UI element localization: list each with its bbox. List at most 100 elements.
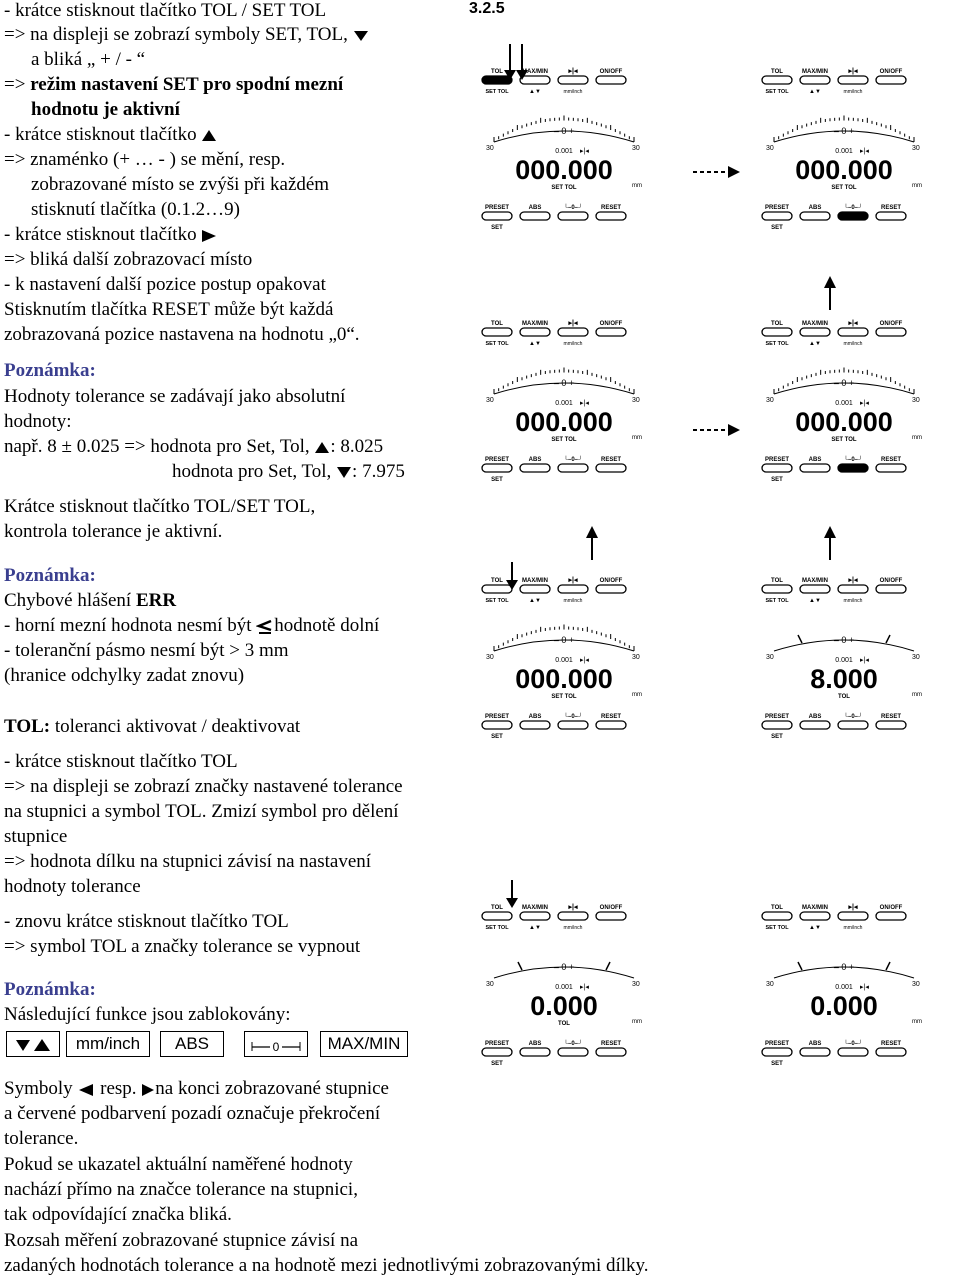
svg-text:└–0–┘: └–0–┘ (564, 1039, 583, 1047)
svg-text:mm: mm (912, 1019, 922, 1025)
svg-text:▲▼: ▲▼ (809, 598, 821, 604)
text-line: => hodnota dílku na stupnici závisí na n… (4, 851, 372, 872)
svg-text:ABS: ABS (529, 714, 542, 720)
svg-text:└–0–┘: └–0–┘ (844, 712, 863, 720)
mminch-label: mm/inch (564, 598, 583, 604)
gauge-diagram-8: TOL MAX/MIN ▸|◂ ON/OFF SET TOL ▲▼ mm/inc… (752, 898, 938, 1103)
svg-text:30: 30 (632, 397, 640, 404)
onoff-label: ON/OFF (880, 905, 903, 911)
max-min-key: MAX/MIN (320, 1031, 408, 1057)
settol-label: SET TOL (765, 598, 789, 604)
onoff-label: ON/OFF (600, 905, 623, 911)
svg-text:SET: SET (491, 477, 503, 483)
zero-key: 0 (244, 1031, 308, 1057)
svg-text:└–0–┘: └–0–┘ (844, 455, 863, 463)
svg-text:SET TOL: SET TOL (831, 185, 857, 191)
gauge-diagram: TOL MAX/MIN ▸|◂ ON/OFF SET TOL ▲▼ mm/inc… (481, 904, 642, 1067)
svg-text:PRESET: PRESET (485, 205, 509, 211)
gauge-diagram: TOL MAX/MIN ▸|◂ ON/OFF SET TOL ▲▼ mm/inc… (761, 577, 922, 740)
mminch-label: mm/inch (564, 925, 583, 931)
top-button-row: TOL MAX/MIN ▸|◂ ON/OFF SET TOL ▲▼ mm/inc… (761, 904, 907, 931)
svg-text:▸|◂: ▸|◂ (580, 400, 589, 407)
gauge-diagram: TOL MAX/MIN ▸|◂ ON/OFF SET TOL ▲▼ mm/inc… (481, 577, 642, 740)
svg-text:0.000: 0.000 (810, 991, 878, 1021)
svg-text:0.001: 0.001 (555, 148, 573, 155)
note-heading: Poznámka: (4, 360, 96, 381)
triangle-down-up-icon (16, 1038, 50, 1051)
gauge-diagram: TOL MAX/MIN ▸|◂ ON/OFF SET TOL ▲▼ mm/inc… (761, 904, 922, 1067)
mminch-label: mm/inch (844, 89, 863, 95)
lcd-display: – 0 + 30 30 0.001 ▸|◂ 000.000 SET TOL mm (486, 115, 642, 191)
tolerance-mark (605, 961, 611, 971)
svg-text:– 0 +: – 0 + (554, 635, 574, 645)
note-heading: Poznámka: (4, 565, 96, 586)
text-line: hodnoty tolerance (4, 876, 141, 897)
text-line: zadaných hodnotách tolerance a na hodnot… (4, 1255, 649, 1276)
top-button-row: TOL MAX/MIN ▸|◂ ON/OFF SET TOL ▲▼ mm/inc… (761, 68, 907, 95)
svg-text:PRESET: PRESET (485, 714, 509, 720)
gauge-diagram: TOL MAX/MIN ▸|◂ ON/OFF SET TOL ▲▼ mm/inc… (481, 68, 642, 231)
bottom-button-row: PRESET ABS └–0–┘ RESET SET (481, 1039, 627, 1067)
svg-text:mm: mm (912, 692, 922, 698)
svg-text:30: 30 (912, 981, 920, 988)
top-button-row: TOL MAX/MIN ▸|◂ ON/OFF SET TOL ▲▼ mm/inc… (481, 320, 627, 347)
text-line: TOL: toleranci aktivovat / deaktivovat (4, 716, 301, 737)
mminch-label: mm/inch (844, 925, 863, 931)
text-line: - krátce stisknout tlačítko TOL / SET TO… (4, 0, 327, 21)
onoff-label: ON/OFF (600, 578, 623, 584)
svg-text:RESET: RESET (881, 714, 901, 720)
top-button-row: TOL MAX/MIN ▸|◂ ON/OFF SET TOL ▲▼ mm/inc… (481, 904, 627, 931)
lcd-display: – 0 + 30 30 0.001 ▸|◂ 000.000 SET TOL mm (486, 624, 642, 700)
gauge-diagram-7: TOL MAX/MIN ▸|◂ ON/OFF SET TOL ▲▼ mm/inc… (472, 898, 658, 1103)
text-line: - k nastavení další pozice postup opakov… (4, 274, 326, 295)
svg-text:▸|◂: ▸|◂ (860, 657, 869, 664)
svg-text:SET: SET (771, 1061, 783, 1067)
svg-text:000.000: 000.000 (795, 155, 893, 185)
mminch-label: mm/inch (564, 89, 583, 95)
lcd-display: – 0 + 30 30 0.001 ▸|◂ 000.000 SET TOL mm (486, 367, 642, 443)
top-button-row: TOL MAX/MIN ▸|◂ ON/OFF SET TOL ▲▼ mm/inc… (481, 577, 627, 604)
settol-label: SET TOL (765, 89, 789, 95)
bottom-button-row: PRESET ABS └–0–┘ RESET SET (761, 203, 907, 231)
svg-text:0.001: 0.001 (835, 657, 853, 664)
svg-text:PRESET: PRESET (485, 1041, 509, 1047)
svg-text:30: 30 (766, 981, 774, 988)
maxmin-label: MAX/MIN (522, 69, 548, 75)
svg-text:– 0 +: – 0 + (554, 378, 574, 388)
svg-text:30: 30 (912, 145, 920, 152)
gauge-diagram: TOL MAX/MIN ▸|◂ ON/OFF SET TOL ▲▼ mm/inc… (761, 68, 922, 231)
text-line: tolerance. (4, 1128, 79, 1149)
text-line: - toleranční pásmo nesmí být > 3 mm (4, 640, 289, 661)
text-line: Symboly resp. na konci zobrazované stupn… (4, 1078, 389, 1099)
svg-text:ABS: ABS (809, 205, 822, 211)
zero-set-icon: 0 (251, 1038, 301, 1054)
abs-key: ABS (160, 1031, 224, 1057)
maxmin-label: MAX/MIN (522, 578, 548, 584)
svg-text:└–0–┘: └–0–┘ (844, 203, 863, 211)
gauge-diagram-3: TOL MAX/MIN ▸|◂ ON/OFF SET TOL ▲▼ mm/inc… (472, 314, 658, 519)
svg-text:mm: mm (632, 692, 642, 698)
svg-text:SET TOL: SET TOL (831, 437, 857, 443)
svg-text:30: 30 (912, 654, 920, 661)
onoff-label: ON/OFF (880, 578, 903, 584)
svg-text:000.000: 000.000 (515, 407, 613, 437)
mminch-label: mm/inch (564, 341, 583, 347)
lcd-display: – 0 + 30 30 0.001 ▸|◂ 0.000 mm (766, 961, 922, 1025)
svg-text:– 0 +: – 0 + (834, 635, 854, 645)
text-line: Následující funkce jsou zablokovány: (4, 1004, 291, 1025)
text-line: např. 8 ± 0.025 => hodnota pro Set, Tol,… (4, 436, 384, 457)
text-line: a červené podbarvení pozadí označuje pře… (4, 1103, 381, 1124)
svg-text:▲▼: ▲▼ (809, 925, 821, 931)
svg-text:30: 30 (486, 397, 494, 404)
less-equal-icon (256, 619, 272, 634)
text-line: => bliká další zobrazovací místo (4, 249, 253, 270)
text-line: => na displeji se zobrazí značky nastave… (4, 776, 403, 797)
tol-label: TOL (491, 69, 503, 75)
triangle-down-icon (337, 467, 352, 479)
gauge-diagram: TOL MAX/MIN ▸|◂ ON/OFF SET TOL ▲▼ mm/inc… (481, 320, 642, 483)
svg-text:000.000: 000.000 (515, 155, 613, 185)
svg-text:▸|◂: ▸|◂ (568, 320, 578, 327)
svg-text:– 0 +: – 0 + (554, 962, 574, 972)
svg-text:30: 30 (632, 145, 640, 152)
tolerance-mark (885, 634, 891, 644)
